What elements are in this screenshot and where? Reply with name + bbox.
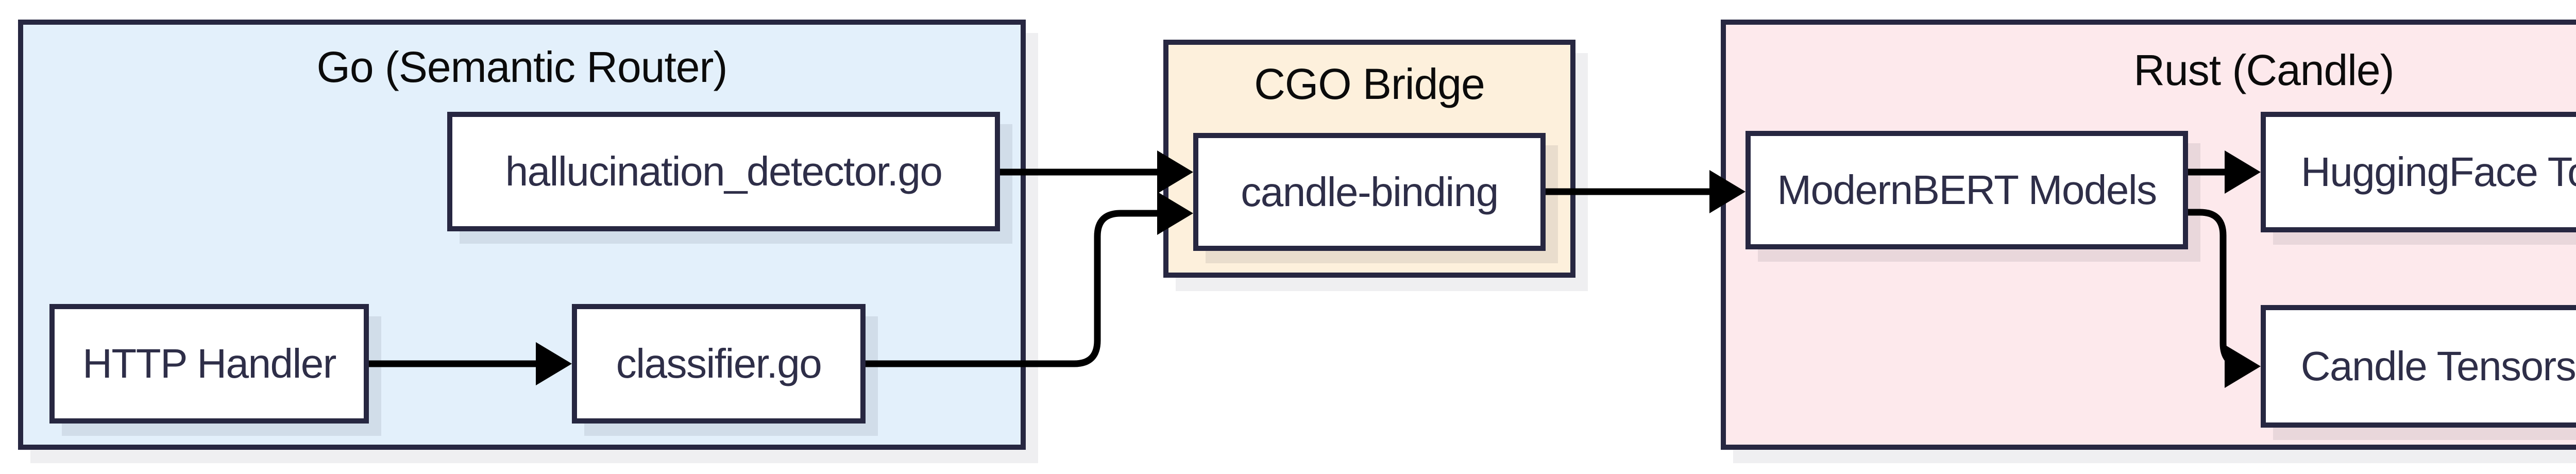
cluster-rust-title: Rust (Candle) bbox=[2133, 46, 2394, 94]
edge-classifier-to-candle-binding bbox=[866, 192, 1193, 367]
node-hallucination-detector: hallucination_detector.go bbox=[447, 112, 1000, 231]
node-classifier-label: classifier.go bbox=[616, 341, 822, 386]
node-http-handler: HTTP Handler bbox=[49, 304, 369, 424]
edge-candle-binding-to-modernbert bbox=[1546, 170, 1745, 213]
edge-hallucination-detector-to-candle-binding bbox=[1000, 150, 1193, 194]
arrowhead-icon bbox=[2225, 150, 2261, 194]
arrowhead-icon bbox=[1157, 192, 1193, 235]
node-huggingface-tokenizers: HuggingFace Tokenizers bbox=[2261, 112, 2576, 232]
node-candle-tensors-label: Candle Tensors bbox=[2300, 343, 2576, 389]
arrowhead-icon bbox=[536, 342, 572, 385]
edge-modernbert-to-huggingface-tokenizers bbox=[2188, 150, 2261, 194]
node-candle-binding: candle-binding bbox=[1193, 133, 1546, 251]
node-huggingface-tokenizers-label: HuggingFace Tokenizers bbox=[2300, 149, 2576, 195]
arrowhead-icon bbox=[1709, 170, 1745, 213]
node-candle-binding-label: candle-binding bbox=[1241, 168, 1499, 215]
node-hallucination-detector-label: hallucination_detector.go bbox=[505, 148, 943, 194]
arrowhead-icon bbox=[2225, 345, 2261, 388]
cluster-cgo-title: CGO Bridge bbox=[1254, 60, 1485, 108]
edge-http-handler-to-classifier bbox=[369, 342, 572, 385]
node-classifier: classifier.go bbox=[572, 304, 866, 424]
node-modernbert-models: ModernBERT Models bbox=[1745, 131, 2188, 249]
cluster-go-title: Go (Semantic Router) bbox=[316, 43, 728, 91]
arrowhead-icon bbox=[1157, 150, 1193, 194]
node-modernbert-models-label: ModernBERT Models bbox=[1777, 167, 2157, 213]
node-candle-tensors: Candle Tensors bbox=[2261, 305, 2576, 428]
edge-modernbert-to-candle-tensors bbox=[2188, 209, 2261, 388]
node-http-handler-label: HTTP Handler bbox=[82, 341, 336, 386]
